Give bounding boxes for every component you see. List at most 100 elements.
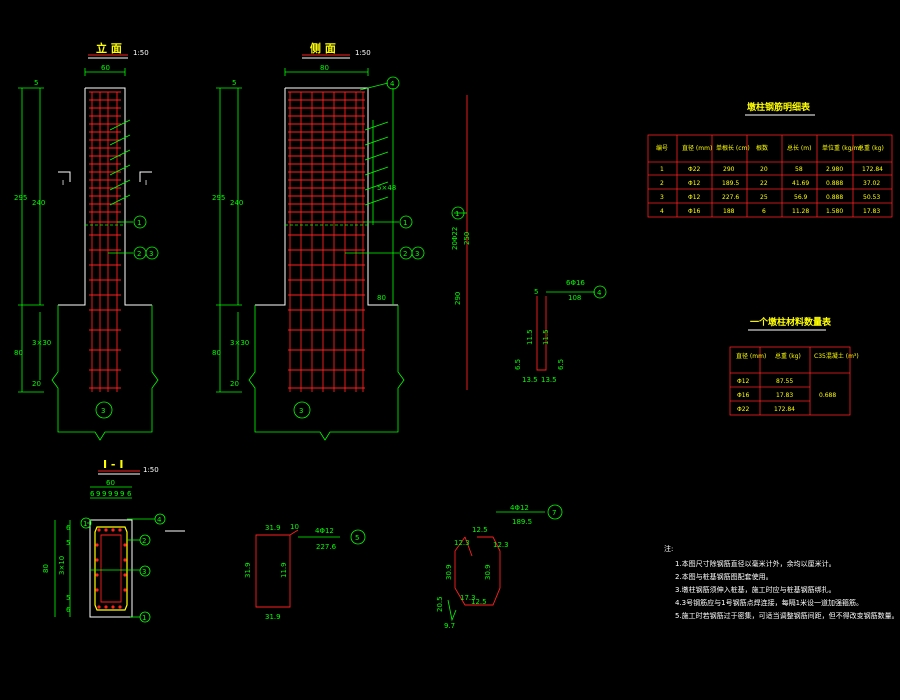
svg-text:3: 3 [415,250,419,258]
svg-text:172.84: 172.84 [862,166,883,173]
svg-text:22: 22 [760,180,768,187]
svg-text:20.5: 20.5 [436,596,444,612]
front-pile-outline [51,305,159,441]
svg-text:11.5: 11.5 [542,329,550,345]
bar1-callout [451,206,465,220]
svg-text:25: 25 [760,194,768,201]
svg-text:4: 4 [597,289,602,297]
front-rebar-cage [89,91,121,392]
table1-title: 墩柱钢筋明细表 [747,101,811,113]
svg-text:3×10: 3×10 [58,556,66,575]
section-title: I - I [103,458,123,471]
svg-text:30.9: 30.9 [484,564,492,580]
svg-text:4: 4 [660,208,664,215]
svg-text:Φ12: Φ12 [688,194,701,201]
svg-text:295: 295 [14,194,27,202]
front-title: 立 面 [96,41,122,55]
bar7-callout [547,504,563,520]
svg-text:17.3: 17.3 [460,594,476,602]
svg-text:9: 9 [96,490,100,498]
note-2: 2.本图与桩基钢筋图配套使用。 [675,572,773,581]
svg-text:295: 295 [212,194,225,202]
bar1-length: 250 [463,232,471,245]
svg-text:1: 1 [403,219,407,227]
front-callout-3 [145,246,159,260]
bar7-detail: 7 4Φ12 189.5 12.5 12.3 12.3 30.9 30.9 17… [436,504,563,630]
svg-text:1.580: 1.580 [826,208,843,215]
svg-text:9: 9 [114,490,118,498]
side-spacing: 5×48 [377,184,396,192]
svg-text:11.5: 11.5 [526,329,534,345]
table2-title: 一个墩柱材料数量表 [750,316,832,328]
svg-text:80: 80 [42,564,50,573]
svg-text:172.84: 172.84 [774,406,795,413]
svg-text:I: I [62,179,64,187]
notes-title: 注: [664,544,673,553]
svg-text:总重 (kg): 总重 (kg) [858,144,884,152]
bar6-label: 6Φ16 [566,279,585,287]
svg-text:80: 80 [14,349,23,357]
notes: 注: 1.本图尺寸除钢筋直径以毫米计外，余均以厘米计。 2.本图与桩基钢筋图配套… [664,544,899,620]
bar7-label: 4Φ12 [510,504,529,512]
svg-text:13.5: 13.5 [522,376,538,384]
side-bottom-h: 80 [377,294,386,302]
svg-text:5: 5 [34,79,38,87]
svg-text:3: 3 [149,250,153,258]
svg-text:240: 240 [32,199,45,207]
svg-text:1: 1 [142,614,146,622]
svg-text:编号: 编号 [656,144,668,152]
svg-text:0.888: 0.888 [826,194,843,201]
svg-text:31.9: 31.9 [265,524,281,532]
svg-text:58: 58 [795,166,803,173]
svg-text:188: 188 [723,208,735,215]
bar6-callout [593,285,607,299]
side-callout-3-bottom [293,401,311,419]
svg-text:11.28: 11.28 [792,208,809,215]
concrete-volume: 0.688 [819,392,836,399]
svg-text:50.53: 50.53 [863,194,880,201]
svg-text:12.5: 12.5 [472,526,488,534]
svg-text:单位重 (kg/m): 单位重 (kg/m) [822,144,862,152]
svg-text:12.5: 12.5 [471,598,487,606]
svg-text:189.5: 189.5 [722,180,739,187]
bar6-detail: 4 6Φ16 5 108 11.5 11.5 6.5 6.5 13.5 13.5 [514,279,607,384]
svg-text:11.9: 11.9 [280,562,288,578]
svg-text:6: 6 [127,490,132,498]
front-top-width: 60 [101,64,110,72]
svg-text:12.3: 12.3 [493,541,509,549]
svg-text:240: 240 [230,199,243,207]
svg-text:2.980: 2.980 [826,166,843,173]
svg-text:290: 290 [723,166,735,173]
svg-text:20: 20 [760,166,768,173]
svg-text:3×30: 3×30 [32,339,51,347]
svg-text:2: 2 [137,250,141,258]
svg-text:根数: 根数 [756,144,768,152]
svg-text:9: 9 [120,490,124,498]
svg-text:3×30: 3×30 [230,339,249,347]
svg-text:6.5: 6.5 [514,359,522,370]
svg-text:2: 2 [403,250,407,258]
svg-text:1: 1 [137,219,141,227]
svg-text:C35混凝土 (m³): C35混凝土 (m³) [814,352,859,360]
bar5-length: 227.6 [316,543,337,551]
bar7-length: 189.5 [512,518,532,526]
svg-text:总长 (m): 总长 (m) [787,144,811,152]
bar1-total: 290 [454,292,462,305]
bar5-label: 4Φ12 [315,527,334,535]
svg-text:1: 1 [455,210,459,218]
svg-text:60: 60 [106,479,115,487]
svg-text:Φ22: Φ22 [737,406,750,413]
front-column-outline [58,87,152,306]
svg-text:37.02: 37.02 [863,180,880,187]
svg-text:Φ16: Φ16 [688,208,701,215]
svg-text:56.9: 56.9 [794,194,808,201]
svg-text:单根长 (cm): 单根长 (cm) [716,144,750,152]
svg-text:31.9: 31.9 [265,613,281,621]
svg-text:5: 5 [66,539,70,547]
svg-text:10: 10 [290,523,299,531]
note-5: 5.施工时若钢筋过于密集，可适当调整钢筋间距，但不得改变钢筋数量。 [675,611,899,620]
svg-text:41.69: 41.69 [792,180,809,187]
front-scale: 1:50 [133,49,149,57]
side-left-dims [216,87,242,393]
